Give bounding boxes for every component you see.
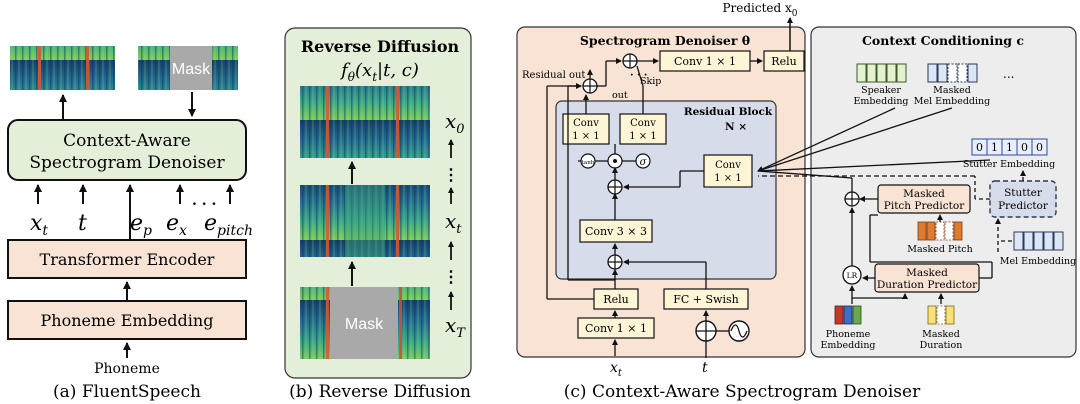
conv-b-label-1: Conv [630,118,656,129]
label-xT: xT [445,313,466,341]
panel-a: Mask Context-Aware Spectrogram Denoiser … [7,46,253,402]
conv-top-label: Conv 1 × 1 [674,55,736,68]
residual-out-label: Residual out [522,70,585,81]
masked-duration-vector [927,305,955,325]
conv-b-label-2: 1 × 1 [629,131,656,142]
mask-label: Mask [172,61,211,78]
mask-label-b: Mask [345,316,384,333]
residual-block-label: Residual Block [684,106,773,118]
masked-pitch-predictor-label-1: Masked [903,188,945,200]
input-ep: ep [130,211,152,239]
fc-swish-label: FC + Swish [673,293,738,306]
label-x0: x0 [445,109,465,137]
masked-duration-predictor-label-1: Masked [906,267,948,279]
speaker-embedding-vector [856,63,907,83]
input-t: t [78,211,87,236]
n-times-label: N × [725,121,747,133]
relu-top-box [763,50,805,72]
denoiser-label-line2: Spectrogram Denoiser [29,153,225,173]
masked-mel-label-2: Mel Embedding [914,96,990,107]
sigma-node [635,153,651,169]
conv-a-box [562,113,610,145]
spectrogram-denoiser-title: Spectrogram Denoiser θ [580,33,750,48]
vdots-lower: ⋮ [443,267,459,286]
stutter-embedding-label: Stutter Embedding [963,159,1055,170]
vdots-upper: ⋮ [443,165,459,184]
reverse-diffusion-title: Reverse Diffusion [301,37,460,56]
sigma-label: σ [640,157,648,168]
spectrogram-clean [300,86,430,158]
phoneme-embedding-vector [834,305,862,325]
context-aware-denoiser-box [7,119,247,181]
spectrogram-masked-input: Mask [138,46,238,90]
mel-embedding-label: Mel Embedding [1000,256,1076,267]
input-epitch: epitch [204,211,253,239]
conv-c-box [703,154,753,188]
conv-bottom-box [577,317,655,339]
skip-out-label-1: Skip [640,76,661,87]
conv-c-label-2: 1 × 1 [714,173,741,184]
panel-c: Spectrogram Denoiser θ Context Condition… [516,1,1077,402]
relu-bottom-label: Relu [603,293,628,306]
caption-a: (a) FluentSpeech [53,382,201,402]
svg-text:0: 0 [1021,141,1028,154]
svg-text:0: 0 [1036,141,1043,154]
conv-a-label-2: 1 × 1 [572,131,599,142]
spectrogram-intermediate [300,185,430,257]
input-xt: xt [30,211,48,239]
tanh-label: tanh [582,160,595,166]
caption-c: (c) Context-Aware Spectrogram Denoiser [564,382,921,402]
masked-pitch-predictor-label-2: Pitch Predictor [884,200,965,212]
caption-b: (b) Reverse Diffusion [289,382,471,402]
context-conditioning-title: Context Conditioning c [862,33,1024,48]
masked-duration-predictor-label-2: Duration Predictor [877,279,978,291]
spectrogram-noisy-masked: Mask [300,287,430,359]
predicted-x0-label: Predicted x0 [722,1,797,19]
conv-b-box [619,113,667,145]
masked-mel-label-1: Masked [933,85,971,96]
masked-pitch-label: Masked Pitch [907,244,972,255]
masked-mel-embedding-vector [927,63,978,83]
masked-duration-label-2: Duration [920,340,963,351]
tanh-node [580,153,596,169]
panel-b: Reverse Diffusion fθ(xt|t, c) Mask x0 ⋮ … [284,27,472,402]
conv-a-label-1: Conv [573,118,599,129]
svg-text:1: 1 [1006,141,1013,154]
masked-pitch-vector [917,221,963,241]
transformer-encoder-label: Transformer Encoder [40,250,215,269]
more-conditions-ellipsis: ... [1003,67,1014,81]
phoneme-embedding-label-1: Phoneme [826,329,871,340]
t-input-label: t [702,360,708,376]
mel-embedding-vector [1013,231,1064,251]
input-dots: . . . [192,193,216,209]
input-ex: ex [166,211,187,239]
speaker-embedding-label-2: Embedding [853,96,908,107]
label-xt: xt [445,209,462,237]
speaker-embedding-label-1: Speaker [861,85,901,96]
relu-top-label: Relu [771,55,796,68]
phoneme-embedding-label-2: Embedding [820,340,875,351]
phoneme-embedding-box [7,300,247,340]
xt-input-label: xt [610,360,623,379]
stutter-embedding-vector: 0 1 1 0 0 [971,138,1048,156]
phoneme-embedding-label: Phoneme Embedding [41,311,214,330]
spectrogram-output [10,46,115,90]
conv-c-label-1: Conv [715,160,741,171]
lr-label: LR [847,271,858,280]
stutter-predictor-label-1: Stutter [1004,187,1043,199]
transformer-encoder-box [7,239,247,279]
svg-text:0: 0 [976,141,983,154]
stutter-predictor-label-2: Predictor [998,200,1049,212]
masked-duration-label-1: Masked [922,329,960,340]
skip-dots: · · · [630,70,647,81]
skip-out-label-2: out [612,90,628,101]
phoneme-label: Phoneme [94,361,160,377]
svg-text:1: 1 [991,141,998,154]
denoiser-label-line1: Context-Aware [63,131,191,151]
conv-bottom-label: Conv 1 × 1 [585,322,647,335]
conv3-label: Conv 3 × 3 [585,225,647,238]
conv3-box [579,219,653,243]
